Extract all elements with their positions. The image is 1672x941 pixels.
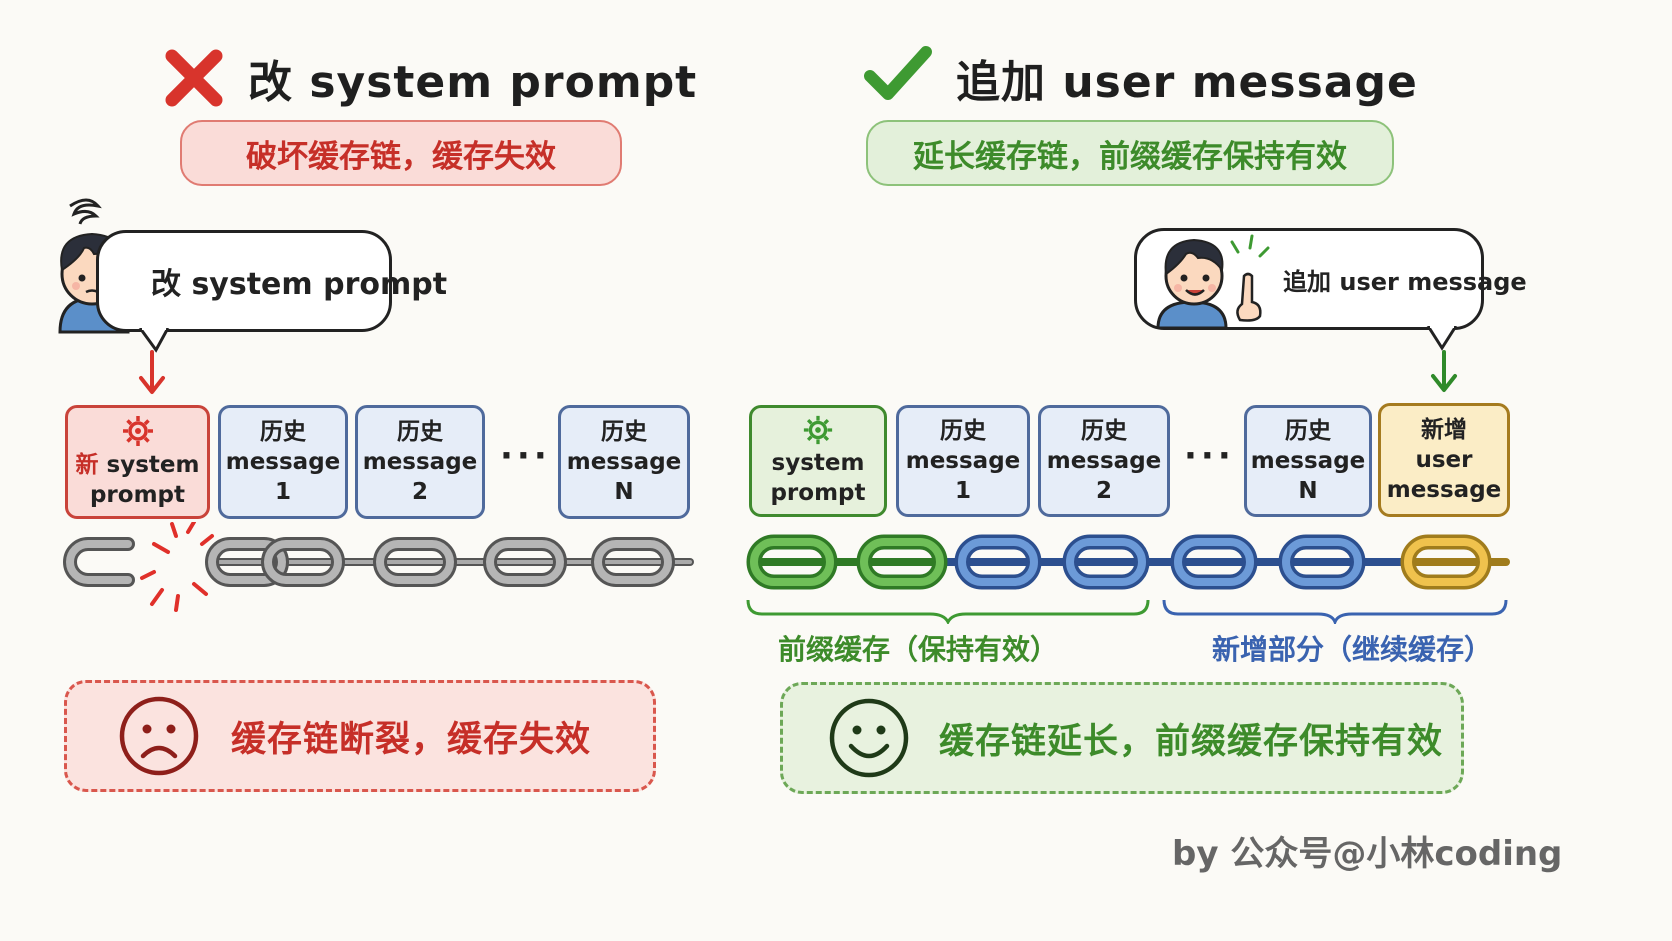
prefix-brace xyxy=(746,599,1150,624)
check-icon xyxy=(864,46,932,100)
extended-chain xyxy=(746,534,1510,590)
left-down-arrow xyxy=(139,350,165,394)
new-user-message-line2: user xyxy=(1415,447,1473,473)
history-message-label: message N xyxy=(1250,448,1366,504)
new-user-message-line1: 新增 xyxy=(1421,417,1467,443)
new-user-message-line3: message xyxy=(1386,477,1502,503)
right-history-box-2: 历史 message 2 xyxy=(1038,405,1170,517)
history-label: 历史 xyxy=(940,418,986,444)
sad-face-icon xyxy=(119,696,199,776)
history-label: 历史 xyxy=(397,419,443,445)
right-history-box-1: 历史 message 1 xyxy=(896,405,1030,517)
left-history-box-n: 历史 message N xyxy=(558,405,690,519)
history-message-label: message 1 xyxy=(225,449,341,505)
right-ellipsis: ··· xyxy=(1184,436,1235,476)
left-history-box-1: 历史 message 1 xyxy=(218,405,348,519)
cross-icon xyxy=(165,49,223,107)
right-result-box: 缓存链延长，前缀缓存保持有效 xyxy=(780,682,1464,794)
credit-text: by 公众号@小林coding xyxy=(1172,834,1563,874)
history-message-label: message 2 xyxy=(1046,448,1162,504)
right-history-box-n: 历史 message N xyxy=(1244,405,1372,517)
system-prompt-line2: prompt xyxy=(770,480,866,506)
broken-chain xyxy=(63,522,694,612)
happy-face-icon xyxy=(829,698,909,778)
left-bubble-tail xyxy=(138,328,170,353)
new-marker: 新 xyxy=(75,452,99,478)
left-result-box: 缓存链断裂，缓存失效 xyxy=(64,680,656,792)
gear-icon xyxy=(803,415,833,445)
left-speech-bubble: 改 system prompt xyxy=(96,230,447,332)
right-bubble-text: 追加 user message xyxy=(1283,267,1527,296)
history-label: 历史 xyxy=(601,419,647,445)
new-user-message-box: 新增 user message xyxy=(1378,403,1510,517)
new-system-prompt-line2: prompt xyxy=(89,482,186,508)
pointing-person-icon xyxy=(1156,234,1270,328)
new-system-prompt-box: 新 system prompt xyxy=(65,405,210,519)
right-title: 追加 user message xyxy=(956,57,1418,108)
history-message-label: message 2 xyxy=(362,449,478,505)
prefix-cache-label: 前缀缓存（保持有效） xyxy=(778,633,1059,666)
new-system-prompt-line1: 新 system xyxy=(76,452,200,478)
right-bubble-tail xyxy=(1426,326,1458,351)
new-part-brace xyxy=(1162,599,1508,624)
history-label: 历史 xyxy=(260,419,306,445)
history-label: 历史 xyxy=(1285,418,1331,444)
new-system-text: system xyxy=(98,452,200,478)
right-result-text: 缓存链延长，前缀缓存保持有效 xyxy=(939,721,1444,762)
history-label: 历史 xyxy=(1081,418,1127,444)
right-down-arrow xyxy=(1431,350,1457,392)
left-bubble-text: 改 system prompt xyxy=(151,267,448,302)
new-part-label: 新增部分（继续缓存） xyxy=(1212,633,1493,666)
left-history-box-2: 历史 message 2 xyxy=(355,405,485,519)
system-prompt-line1: system xyxy=(771,450,865,476)
system-prompt-box: system prompt xyxy=(749,405,887,517)
left-title: 改 system prompt xyxy=(248,57,698,108)
right-summary-pill: 延长缓存链，前缀缓存保持有效 xyxy=(866,120,1394,186)
gear-icon xyxy=(122,416,153,446)
history-message-label: message N xyxy=(566,449,682,505)
left-result-text: 缓存链断裂，缓存失效 xyxy=(231,719,592,760)
history-message-label: message 1 xyxy=(905,448,1021,504)
left-ellipsis: ··· xyxy=(500,436,551,476)
left-summary-pill: 破坏缓存链，缓存失效 xyxy=(180,120,622,186)
